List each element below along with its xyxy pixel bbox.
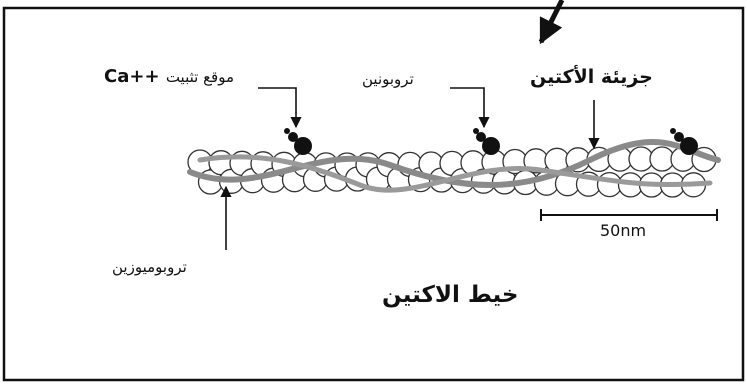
scale-bar bbox=[541, 209, 717, 221]
binding-site-label: موقع تثبيت bbox=[166, 68, 234, 86]
troponin-complex-1 bbox=[284, 128, 312, 155]
troponin-label: تروبونين bbox=[362, 70, 414, 88]
tropomyosin-label: تروبوميوزين bbox=[112, 258, 187, 276]
actin-molecule-label: جزيئة الأكتين bbox=[530, 66, 653, 88]
diagram-title: خيط الاكتين bbox=[382, 282, 518, 308]
calcium-binding-site-label: Ca++ موقع تثبيت bbox=[104, 66, 234, 87]
calcium-ion-label: Ca++ bbox=[104, 66, 160, 87]
scale-bar-label: 50nm bbox=[600, 221, 646, 240]
troponin-leader bbox=[450, 88, 484, 127]
calcium-site-leader bbox=[258, 88, 296, 127]
top-pointer-arrow bbox=[541, 0, 562, 42]
